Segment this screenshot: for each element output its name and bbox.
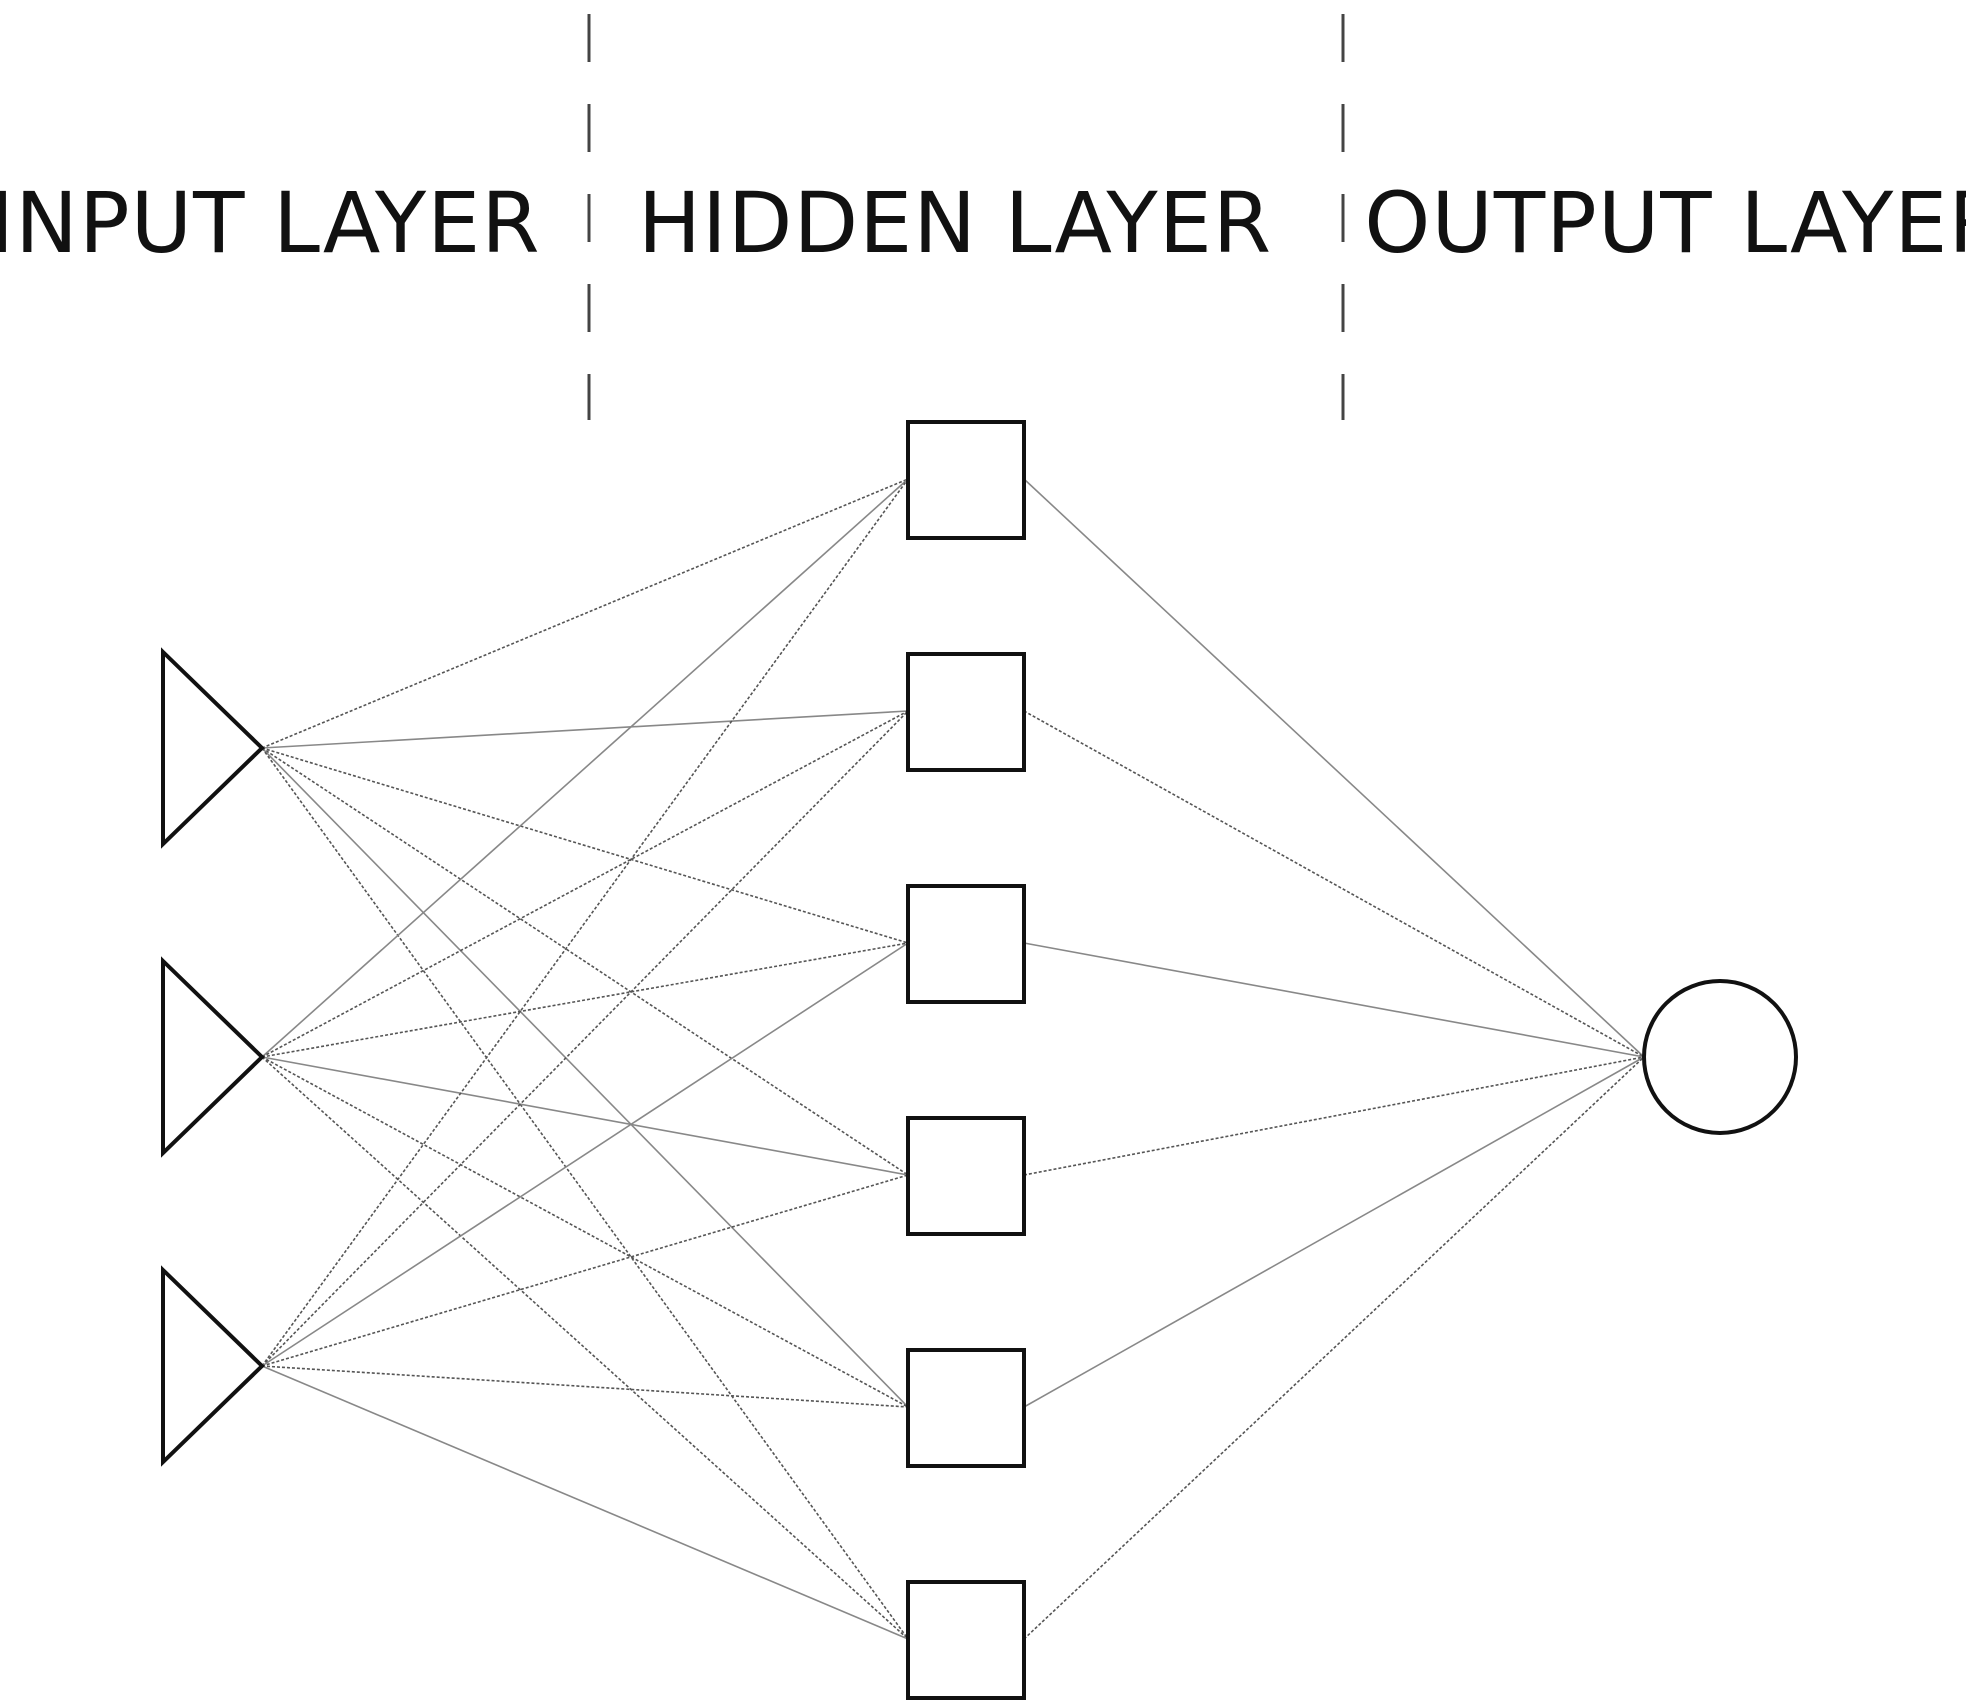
edge-input-3-hidden-1: [261, 478, 909, 1367]
edge-input-2-hidden-1: [261, 478, 909, 1058]
edge-input-2-hidden-2: [261, 710, 909, 1058]
edge-input-2-hidden-4: [261, 1056, 909, 1176]
hidden-layer-label: HIDDEN LAYER: [638, 174, 1272, 272]
edge-hidden-5-output: [1023, 1056, 1645, 1408]
edge-input-3-hidden-2: [261, 710, 909, 1367]
edge-input-3-hidden-4: [261, 1174, 909, 1367]
edge-input-3-hidden-6: [261, 1365, 909, 1640]
input-node-3: [161, 1265, 265, 1467]
edge-input-3-hidden-3: [261, 942, 909, 1367]
edge-input-2-hidden-3: [261, 942, 909, 1058]
edge-input-1-hidden-5: [261, 747, 909, 1408]
network-nodes: [161, 420, 1798, 1700]
output-node-1: [1642, 979, 1798, 1135]
edge-input-1-hidden-2: [261, 710, 909, 749]
hidden-node-6: [906, 1580, 1026, 1700]
edge-hidden-6-output: [1023, 1056, 1645, 1640]
input-node-2: [161, 956, 265, 1158]
edge-input-1-hidden-1: [261, 478, 909, 749]
output-layer-label: OUTPUT LAYER: [1364, 174, 1966, 272]
edge-input-1-hidden-6: [261, 747, 909, 1640]
edge-hidden-4-output: [1023, 1056, 1645, 1176]
hidden-node-4: [906, 1116, 1026, 1236]
edge-hidden-1-output: [1023, 478, 1645, 1058]
hidden-node-3: [906, 884, 1026, 1004]
input-layer-label: INPUT LAYER: [0, 174, 541, 272]
edge-hidden-3-output: [1023, 942, 1645, 1058]
hidden-node-1: [906, 420, 1026, 540]
edge-input-1-hidden-3: [261, 747, 909, 944]
edge-input-1-hidden-4: [261, 747, 909, 1176]
hidden-node-5: [906, 1348, 1026, 1468]
edge-input-2-hidden-6: [261, 1056, 909, 1640]
hidden-node-2: [906, 652, 1026, 772]
input-node-1: [161, 647, 265, 849]
edge-input-3-hidden-5: [261, 1365, 909, 1408]
edge-input-2-hidden-5: [261, 1056, 909, 1408]
connection-edges: [261, 478, 1645, 1640]
edge-hidden-2-output: [1023, 710, 1645, 1058]
